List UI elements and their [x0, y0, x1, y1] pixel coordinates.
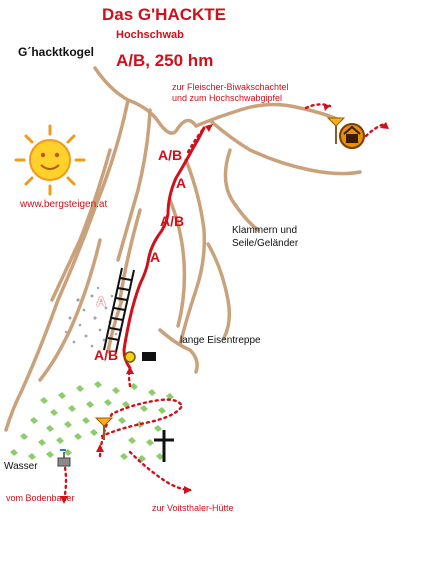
grade-ladder-side: A: [96, 293, 107, 309]
grade-top: A/B: [158, 147, 183, 163]
label-from-bodenbauer: vom Bodenbauer: [6, 493, 75, 503]
peak-name: G´hacktkogel: [18, 45, 95, 59]
grade-lower: A: [150, 249, 161, 265]
map-title: Das G'HACKTE: [102, 5, 227, 24]
summit-cross-icon: [154, 430, 174, 462]
signpost-icon-upper: [326, 117, 346, 144]
grade-middle: A/B: [160, 213, 185, 229]
grade-upper: A: [176, 175, 187, 191]
hut-icon: [339, 123, 365, 149]
water-icon: [57, 449, 71, 467]
website: www.bergsteigen.at: [20, 199, 108, 210]
label-to-voitsthaler-huette: zur Voitsthaler-Hütte: [152, 503, 234, 513]
map-subtitle: Hochschwab: [116, 29, 184, 41]
approach-arrows: [60, 366, 192, 504]
main-route-line: [122, 126, 206, 370]
ladder-icon: [103, 267, 135, 353]
label-iron-ladder: lange Eisentreppe: [180, 335, 261, 346]
label-water: Wasser: [4, 461, 38, 472]
mountain-ridges: [4, 66, 362, 432]
label-upper-route: zur Fleischer-Biwakschachtel und zum Hoc…: [172, 82, 289, 104]
meadow: [10, 381, 174, 462]
start-point-icon: [124, 351, 136, 363]
signpost-icon-lower: [94, 417, 114, 440]
label-clamps-ropes: Klammern und Seile/Geländer: [232, 225, 299, 249]
route-arrows: [205, 103, 389, 132]
ladder-entry-marker: [142, 352, 156, 361]
grade-length: A/B, 250 hm: [116, 51, 214, 70]
grade-start: A/B: [94, 347, 119, 363]
sun-icon: [14, 124, 86, 196]
